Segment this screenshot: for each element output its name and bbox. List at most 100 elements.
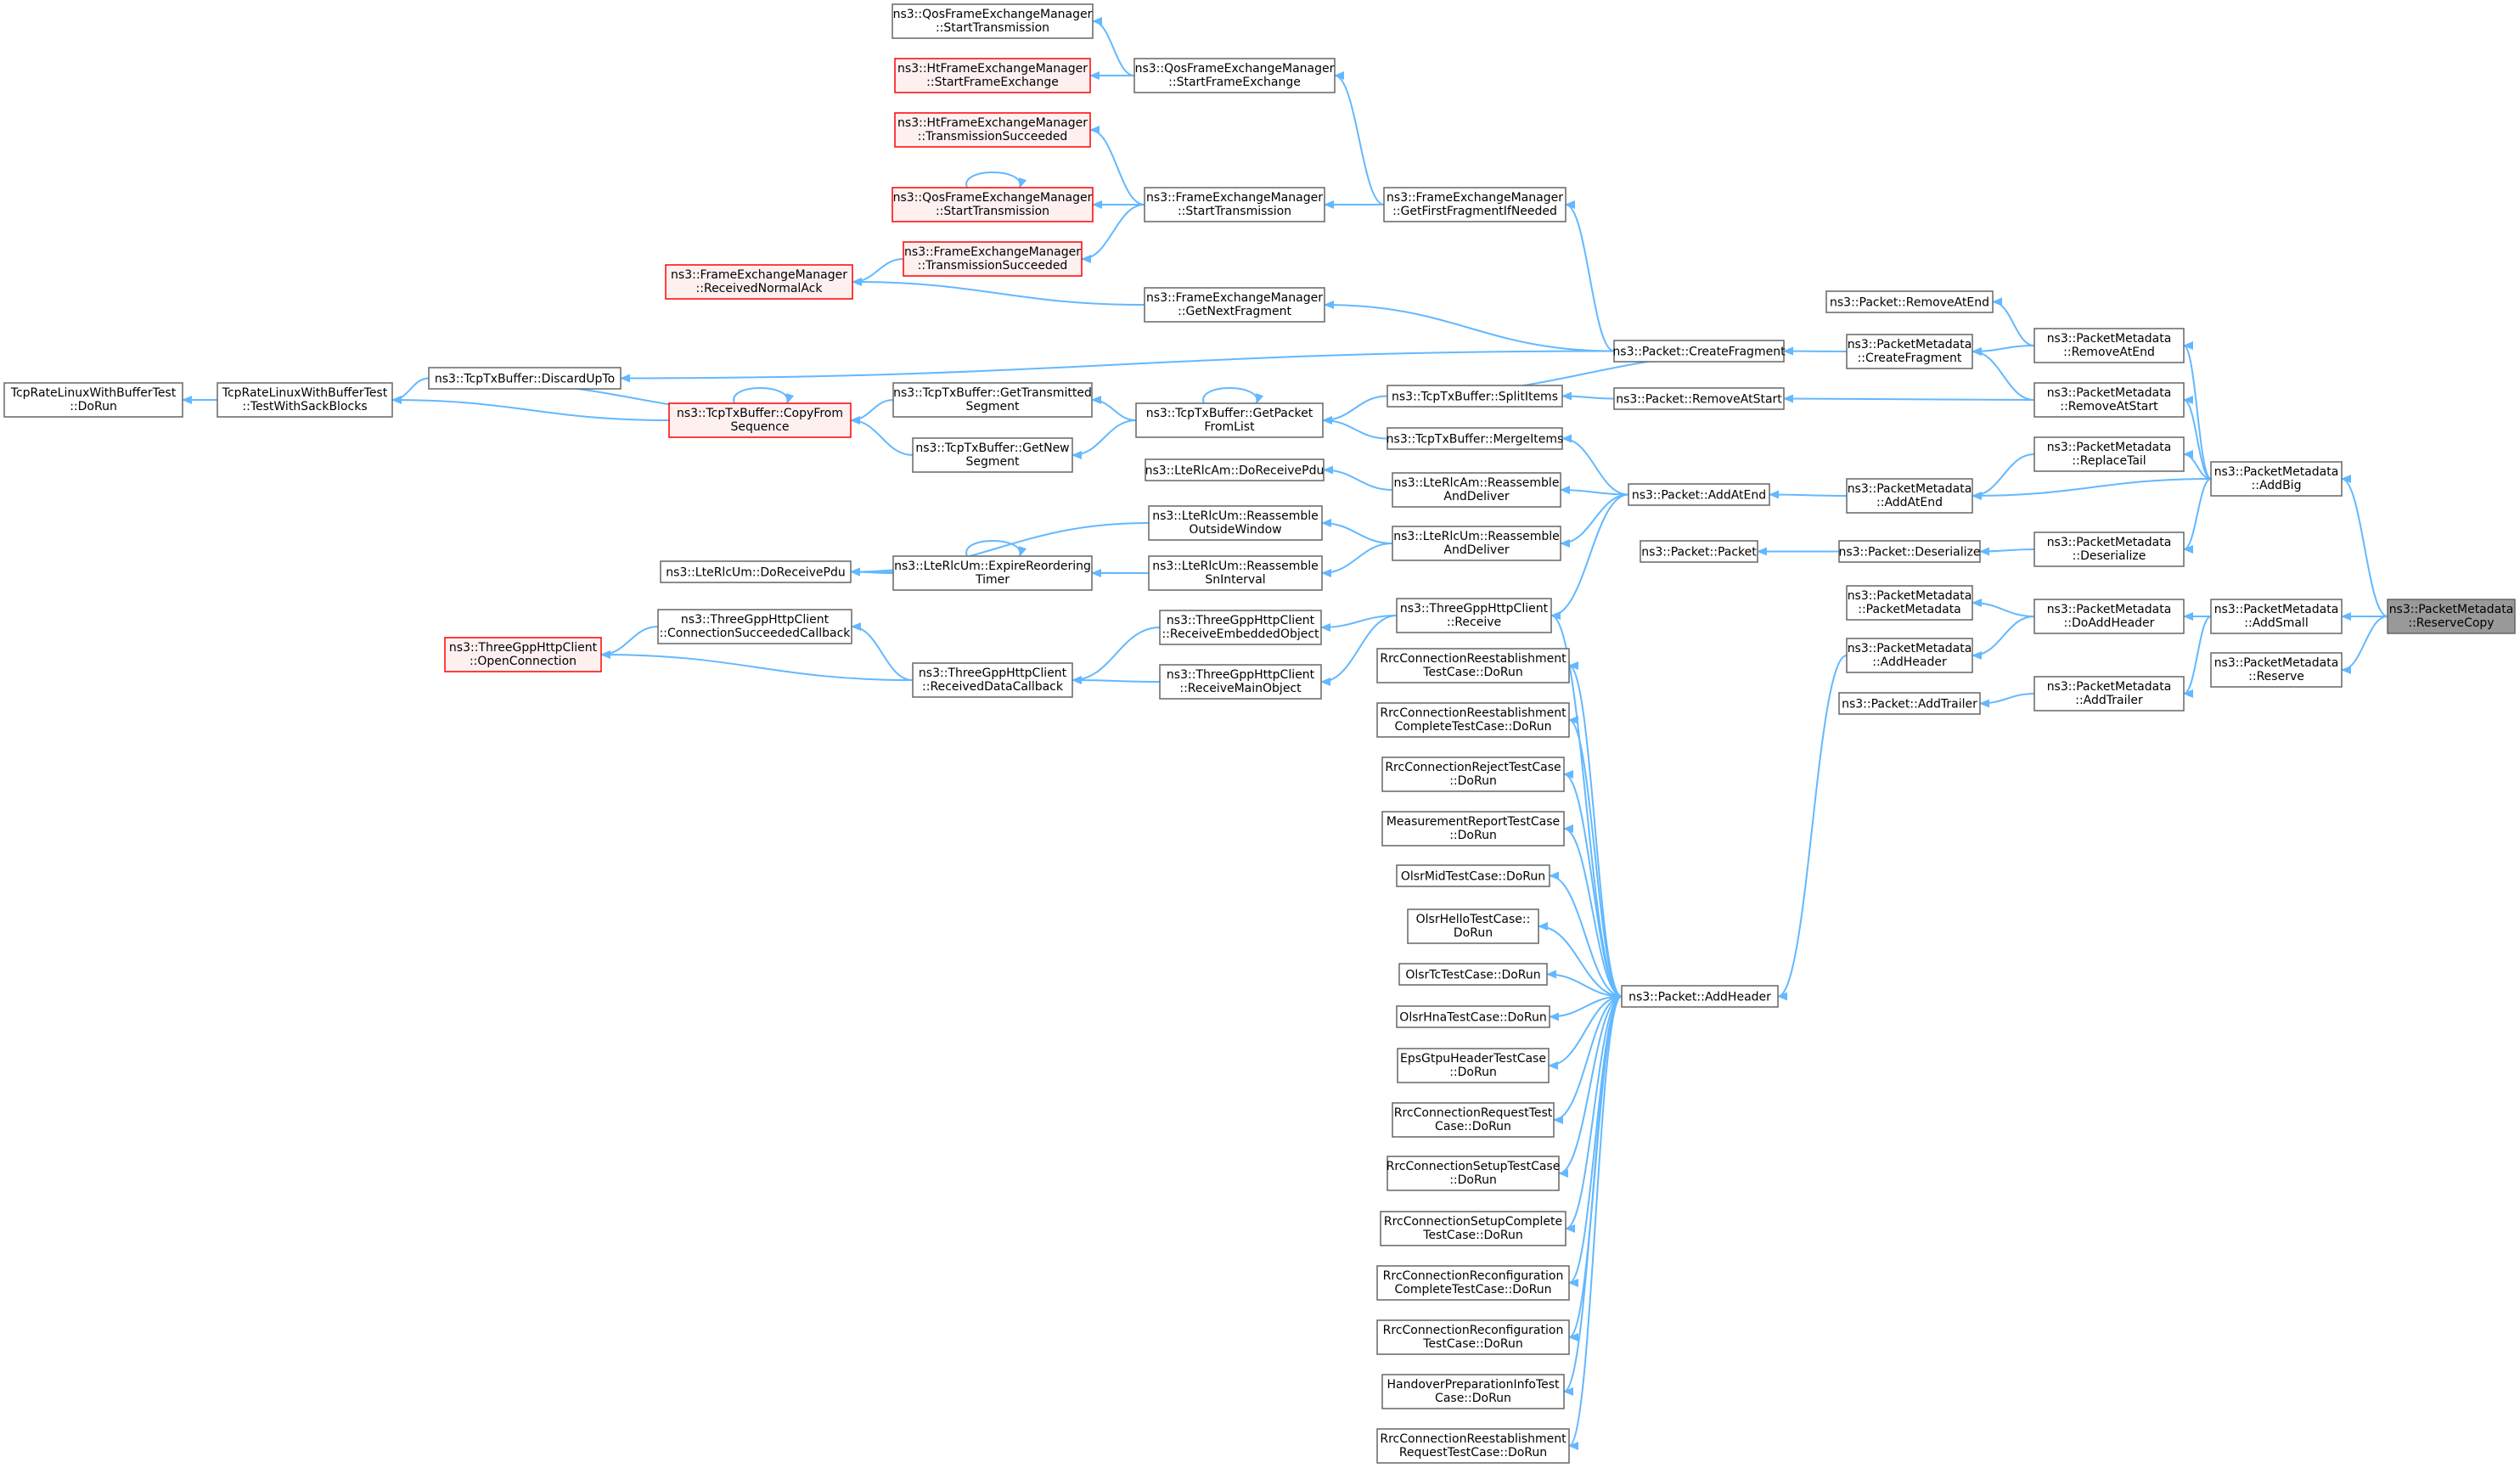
graph-node-n53[interactable]: ns3::Packet::AddTrailer [1838,692,1981,715]
graph-node-n5[interactable]: ns3::QosFrameExchangeManager::StartTrans… [892,187,1094,222]
graph-node-n63[interactable]: EpsGtpuHeaderTestCase::DoRun [1397,1048,1550,1083]
node-label-line: ns3::QosFrameExchangeManager [893,191,1093,205]
graph-node-n30[interactable]: ns3::Packet::AddAtEnd [1628,483,1770,506]
graph-node-n22[interactable]: ns3::Packet::RemoveAtStart [1613,387,1785,410]
graph-node-n67[interactable]: RrcConnectionReconfigurationCompleteTest… [1376,1265,1570,1301]
edge-n20-to-n19 [1091,396,1137,421]
node-box [1628,483,1770,506]
node-label-line: OlsrMidTestCase::DoRun [1401,870,1545,884]
graph-node-n17[interactable]: TcpRateLinuxWithBufferTest::TestWithSack… [217,382,393,418]
node-box [660,560,852,583]
graph-node-n8[interactable]: ns3::FrameExchangeManager::TransmissionS… [903,241,1083,277]
graph-node-n48[interactable]: ns3::PacketMetadata::AddHeader [1846,638,1973,673]
graph-node-n31[interactable]: ns3::PacketMetadata::AddAtEnd [1846,478,1973,514]
node-box [444,637,602,672]
node-label-line: ::Reserve [2248,670,2304,683]
graph-node-n34[interactable]: ns3::Packet::Packet [1640,540,1758,563]
graph-node-n70[interactable]: RrcConnectionReestablishmentRequestTestC… [1376,1428,1570,1464]
node-label-line: ::StartTransmission [936,21,1049,35]
graph-node-n16[interactable]: TcpRateLinuxWithBufferTest::DoRun [3,382,183,418]
node-label-line: ns3::LteRlcUm::Reassemble [1152,560,1319,573]
node-box [894,58,1091,93]
node-box [1613,387,1785,410]
graph-node-n25[interactable]: ns3::TcpTxBuffer::MergeItems [1387,427,1564,450]
graph-node-n54[interactable]: ns3::PacketMetadata::AddTrailer [2033,676,2185,712]
edge-n61-to-n70 [1568,995,1623,1450]
graph-node-n4[interactable]: ns3::HtFrameExchangeManager::Transmissio… [894,112,1091,148]
node-label-line: ns3::ThreeGppHttpClient [1400,602,1549,616]
graph-node-n28[interactable]: ns3::LteRlcAm::DoReceivePdu [1145,458,1325,481]
graph-node-n21[interactable]: ns3::TcpTxBuffer::SplitItems [1387,385,1563,408]
graph-node-n1[interactable]: ns3::QosFrameExchangeManager::StartTrans… [892,3,1094,39]
node-label-line: ::ReceivedNormalAck [696,282,824,295]
graph-node-n61[interactable]: ns3::Packet::AddHeader [1621,985,1779,1008]
graph-node-n62[interactable]: OlsrHnaTestCase::DoRun [1396,1005,1550,1028]
graph-node-n27[interactable]: ns3::PacketMetadata::AddBig [2210,461,2343,497]
graph-node-n36[interactable]: ns3::PacketMetadata::Deserialize [2033,532,2185,567]
graph-node-n57[interactable]: MeasurementReportTestCase::DoRun [1381,811,1565,846]
graph-node-n23[interactable]: ns3::PacketMetadata::RemoveAtStart [2033,382,2185,418]
graph-node-n37[interactable]: ns3::LteRlcUm::DoReceivePdu [660,560,852,583]
node-label-line: ::DoRun [1449,1066,1497,1079]
graph-node-n40[interactable]: ns3::PacketMetadata::PacketMetadata [1846,585,1973,621]
graph-node-n10[interactable]: ns3::FrameExchangeManager::GetNextFragme… [1144,287,1325,323]
graph-node-n12[interactable]: ns3::PacketMetadata::RemoveAtEnd [2033,328,2185,363]
graph-node-n13[interactable]: ns3::PacketMetadata::CreateFragment [1846,334,1973,369]
graph-node-n43[interactable]: ns3::PacketMetadata::ReserveCopy [2387,599,2516,634]
node-label-line: ::StartFrameExchange [926,76,1059,89]
node-box [1838,692,1981,715]
graph-node-n66[interactable]: RrcConnectionSetupCompleteTestCase::DoRu… [1380,1211,1567,1246]
edge-n20-to-n24 [1072,419,1137,459]
graph-node-n14[interactable]: ns3::Packet::CreateFragment [1612,340,1786,363]
graph-node-n49[interactable]: ns3::PacketMetadata::Reserve [2210,652,2343,688]
edge-n61-to-n57 [1563,824,1623,998]
graph-node-n46[interactable]: ns3::ThreeGppHttpClient::OpenConnection [444,637,602,672]
node-label-line: ::StartFrameExchange [1168,76,1301,89]
graph-node-n15[interactable]: ns3::TcpTxBuffer::DiscardUpTo [428,367,622,390]
graph-node-n60[interactable]: OlsrTcTestCase::DoRun [1398,963,1548,986]
node-label-line: ::RemoveAtStart [2060,400,2158,413]
graph-node-n56[interactable]: RrcConnectionRejectTestCase::DoRun [1381,756,1565,792]
graph-node-n41[interactable]: ns3::PacketMetadata::DoAddHeader [2033,599,2185,634]
graph-node-n3[interactable]: ns3::QosFrameExchangeManager::StartFrame… [1133,58,1336,93]
edge-n15-to-n17 [391,377,430,404]
node-label-line: ns3::TcpTxBuffer::SplitItems [1392,391,1558,404]
node-label-line: ::DoRun [1449,774,1497,788]
graph-node-n68[interactable]: RrcConnectionReconfigurationTestCase::Do… [1376,1319,1570,1355]
graph-node-n6[interactable]: ns3::FrameExchangeManager::StartTransmis… [1144,187,1325,222]
graph-node-n51[interactable]: ns3::ThreeGppHttpClient::ReceiveMainObje… [1159,664,1322,700]
graph-node-n11[interactable]: ns3::Packet::RemoveAtEnd [1825,290,1994,313]
graph-node-n65[interactable]: RrcConnectionSetupTestCase::DoRun [1387,1156,1561,1191]
node-label-line: ns3::HtFrameExchangeManager [897,116,1088,130]
node-box [1846,334,1973,369]
graph-node-n35[interactable]: ns3::Packet::Deserialize [1838,540,1981,563]
node-box [1133,58,1336,93]
graph-node-n45[interactable]: ns3::ThreeGppHttpClient::ConnectionSucce… [657,609,852,644]
graph-node-n42[interactable]: ns3::PacketMetadata::AddSmall [2210,599,2343,634]
graph-node-n44[interactable]: ns3::ThreeGppHttpClient::Receive [1396,598,1552,633]
graph-node-n26[interactable]: ns3::PacketMetadata::ReplaceTail [2033,436,2185,472]
graph-node-n7[interactable]: ns3::FrameExchangeManager::GetFirstFragm… [1383,187,1567,222]
node-label-line: RrcConnectionReconfiguration [1383,1324,1564,1337]
graph-node-n2[interactable]: ns3::HtFrameExchangeManager::StartFrameE… [894,58,1091,93]
graph-node-n47[interactable]: ns3::ThreeGppHttpClient::ReceiveEmbedded… [1159,610,1322,645]
graph-node-n58[interactable]: OlsrMidTestCase::DoRun [1396,864,1550,887]
node-box [2033,382,2185,418]
graph-node-n52[interactable]: RrcConnectionReestablishmentTestCase::Do… [1376,648,1570,683]
graph-node-n50[interactable]: ns3::ThreeGppHttpClient::ReceivedDataCal… [912,662,1073,698]
graph-node-n9[interactable]: ns3::FrameExchangeManager::ReceivedNorma… [665,264,853,300]
graph-node-n55[interactable]: RrcConnectionReestablishmentCompleteTest… [1376,702,1570,738]
node-label-line: ns3::FrameExchangeManager [1146,191,1323,205]
graph-node-n59[interactable]: OlsrHelloTestCase::DoRun [1407,908,1539,944]
